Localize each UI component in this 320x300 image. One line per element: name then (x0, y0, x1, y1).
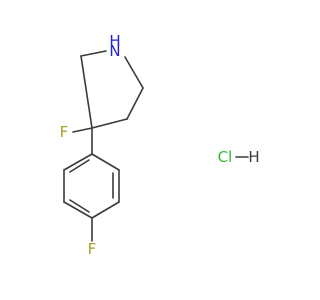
phenyl-ring (63, 153, 120, 219)
phenyl-double-bond-3 (69, 159, 90, 173)
phenyl-bond-3 (91, 201, 120, 219)
bond-c5-c4 (126, 87, 144, 120)
hydrogen-atom-hcl: H (248, 148, 259, 166)
phenyl-bond-4 (63, 201, 93, 219)
chemical-structure-diagram: N H F F Cl H (60, 32, 260, 258)
bond-n-c5 (124, 56, 144, 89)
fluorine-atom-pyrrolidine: F (60, 123, 69, 141)
phenyl-double-bond-2 (69, 199, 90, 213)
pyrrolidine-ring (80, 50, 144, 129)
bond-c2-n (80, 50, 107, 57)
bond-c3-f (72, 127, 93, 133)
nitrogen-atom: N (109, 42, 120, 60)
fluorine-atom-phenyl: F (88, 240, 97, 258)
bond-c3-c2 (80, 55, 93, 129)
nitrogen-hydrogen-atom: H (109, 32, 120, 50)
phenyl-bond-6 (63, 153, 93, 171)
bond-c4-c3 (91, 118, 128, 129)
phenyl-bond-1 (91, 153, 120, 171)
chlorine-atom: Cl (218, 148, 233, 166)
